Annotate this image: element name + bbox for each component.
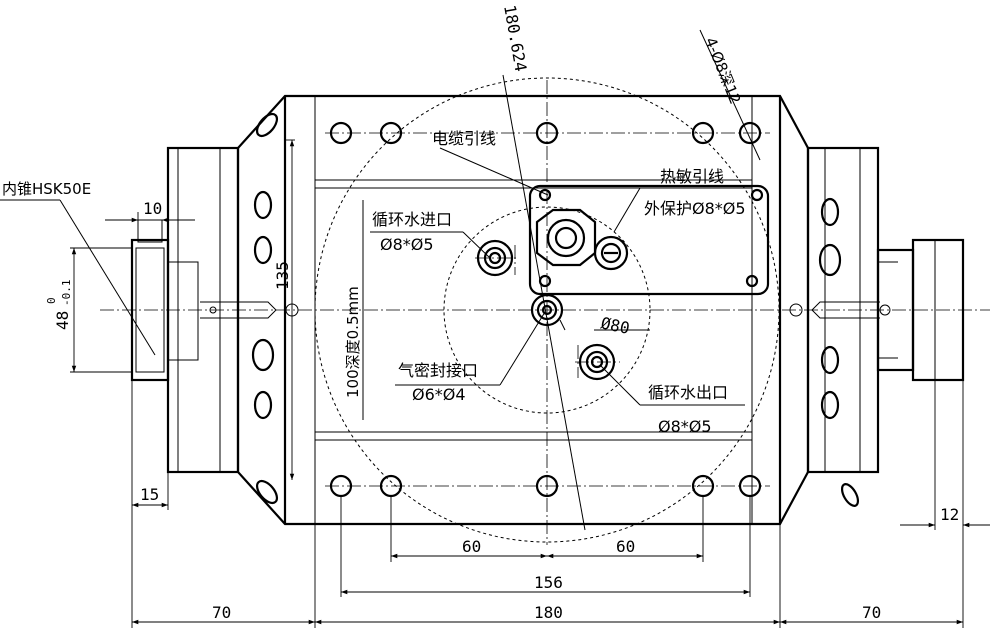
label-water-inlet-size: Ø8*Ø5 xyxy=(380,235,434,254)
dim-180-624: 180.624 xyxy=(500,3,530,73)
dim-15: 15 xyxy=(140,485,159,504)
dim-70-right: 70 xyxy=(862,603,881,622)
dimension-lines xyxy=(70,139,990,628)
bottom-bolt-holes xyxy=(325,474,770,498)
label-water-inlet: 循环水进口 xyxy=(372,210,452,229)
label-thermo-protect: 外保护Ø8*Ø5 xyxy=(644,199,746,218)
dim-48-tol-lower: -0.1 xyxy=(60,280,73,307)
dim-12: 12 xyxy=(940,505,959,524)
label-cable-outlet: 电缆引线 xyxy=(432,129,496,148)
dim-70-left: 70 xyxy=(212,603,231,622)
leader-lines xyxy=(0,29,761,531)
label-thermo-outlet: 热敏引线 xyxy=(660,167,724,186)
dim-phi80: Ø80 xyxy=(599,313,631,338)
dim-156: 156 xyxy=(534,573,563,592)
port-fittings xyxy=(475,239,620,381)
dim-48-tol-upper: 0 xyxy=(45,297,58,304)
dim-180: 180 xyxy=(534,603,563,622)
dim-60-right: 60 xyxy=(616,537,635,556)
label-air-seal: 气密封接口 xyxy=(398,361,478,380)
top-bolt-holes xyxy=(325,121,770,145)
dim-48: 48 xyxy=(53,311,72,330)
label-water-outlet-size: Ø8*Ø5 xyxy=(658,417,712,436)
label-inner-cone: 内锥HSK50E xyxy=(2,180,91,198)
dimension-values: 180.624 10 135 48 0 -0.1 Ø80 15 12 60 60… xyxy=(45,3,959,622)
cable-outlet-box xyxy=(528,184,770,296)
label-groove-depth: 100深度0.5mm xyxy=(344,286,362,398)
dim-60-left: 60 xyxy=(462,537,481,556)
dim-135: 135 xyxy=(273,261,292,290)
label-water-outlet: 循环水出口 xyxy=(648,383,728,402)
label-air-seal-size: Ø6*Ø4 xyxy=(412,385,466,404)
flange-slots xyxy=(251,112,860,507)
dim-10: 10 xyxy=(143,199,162,218)
